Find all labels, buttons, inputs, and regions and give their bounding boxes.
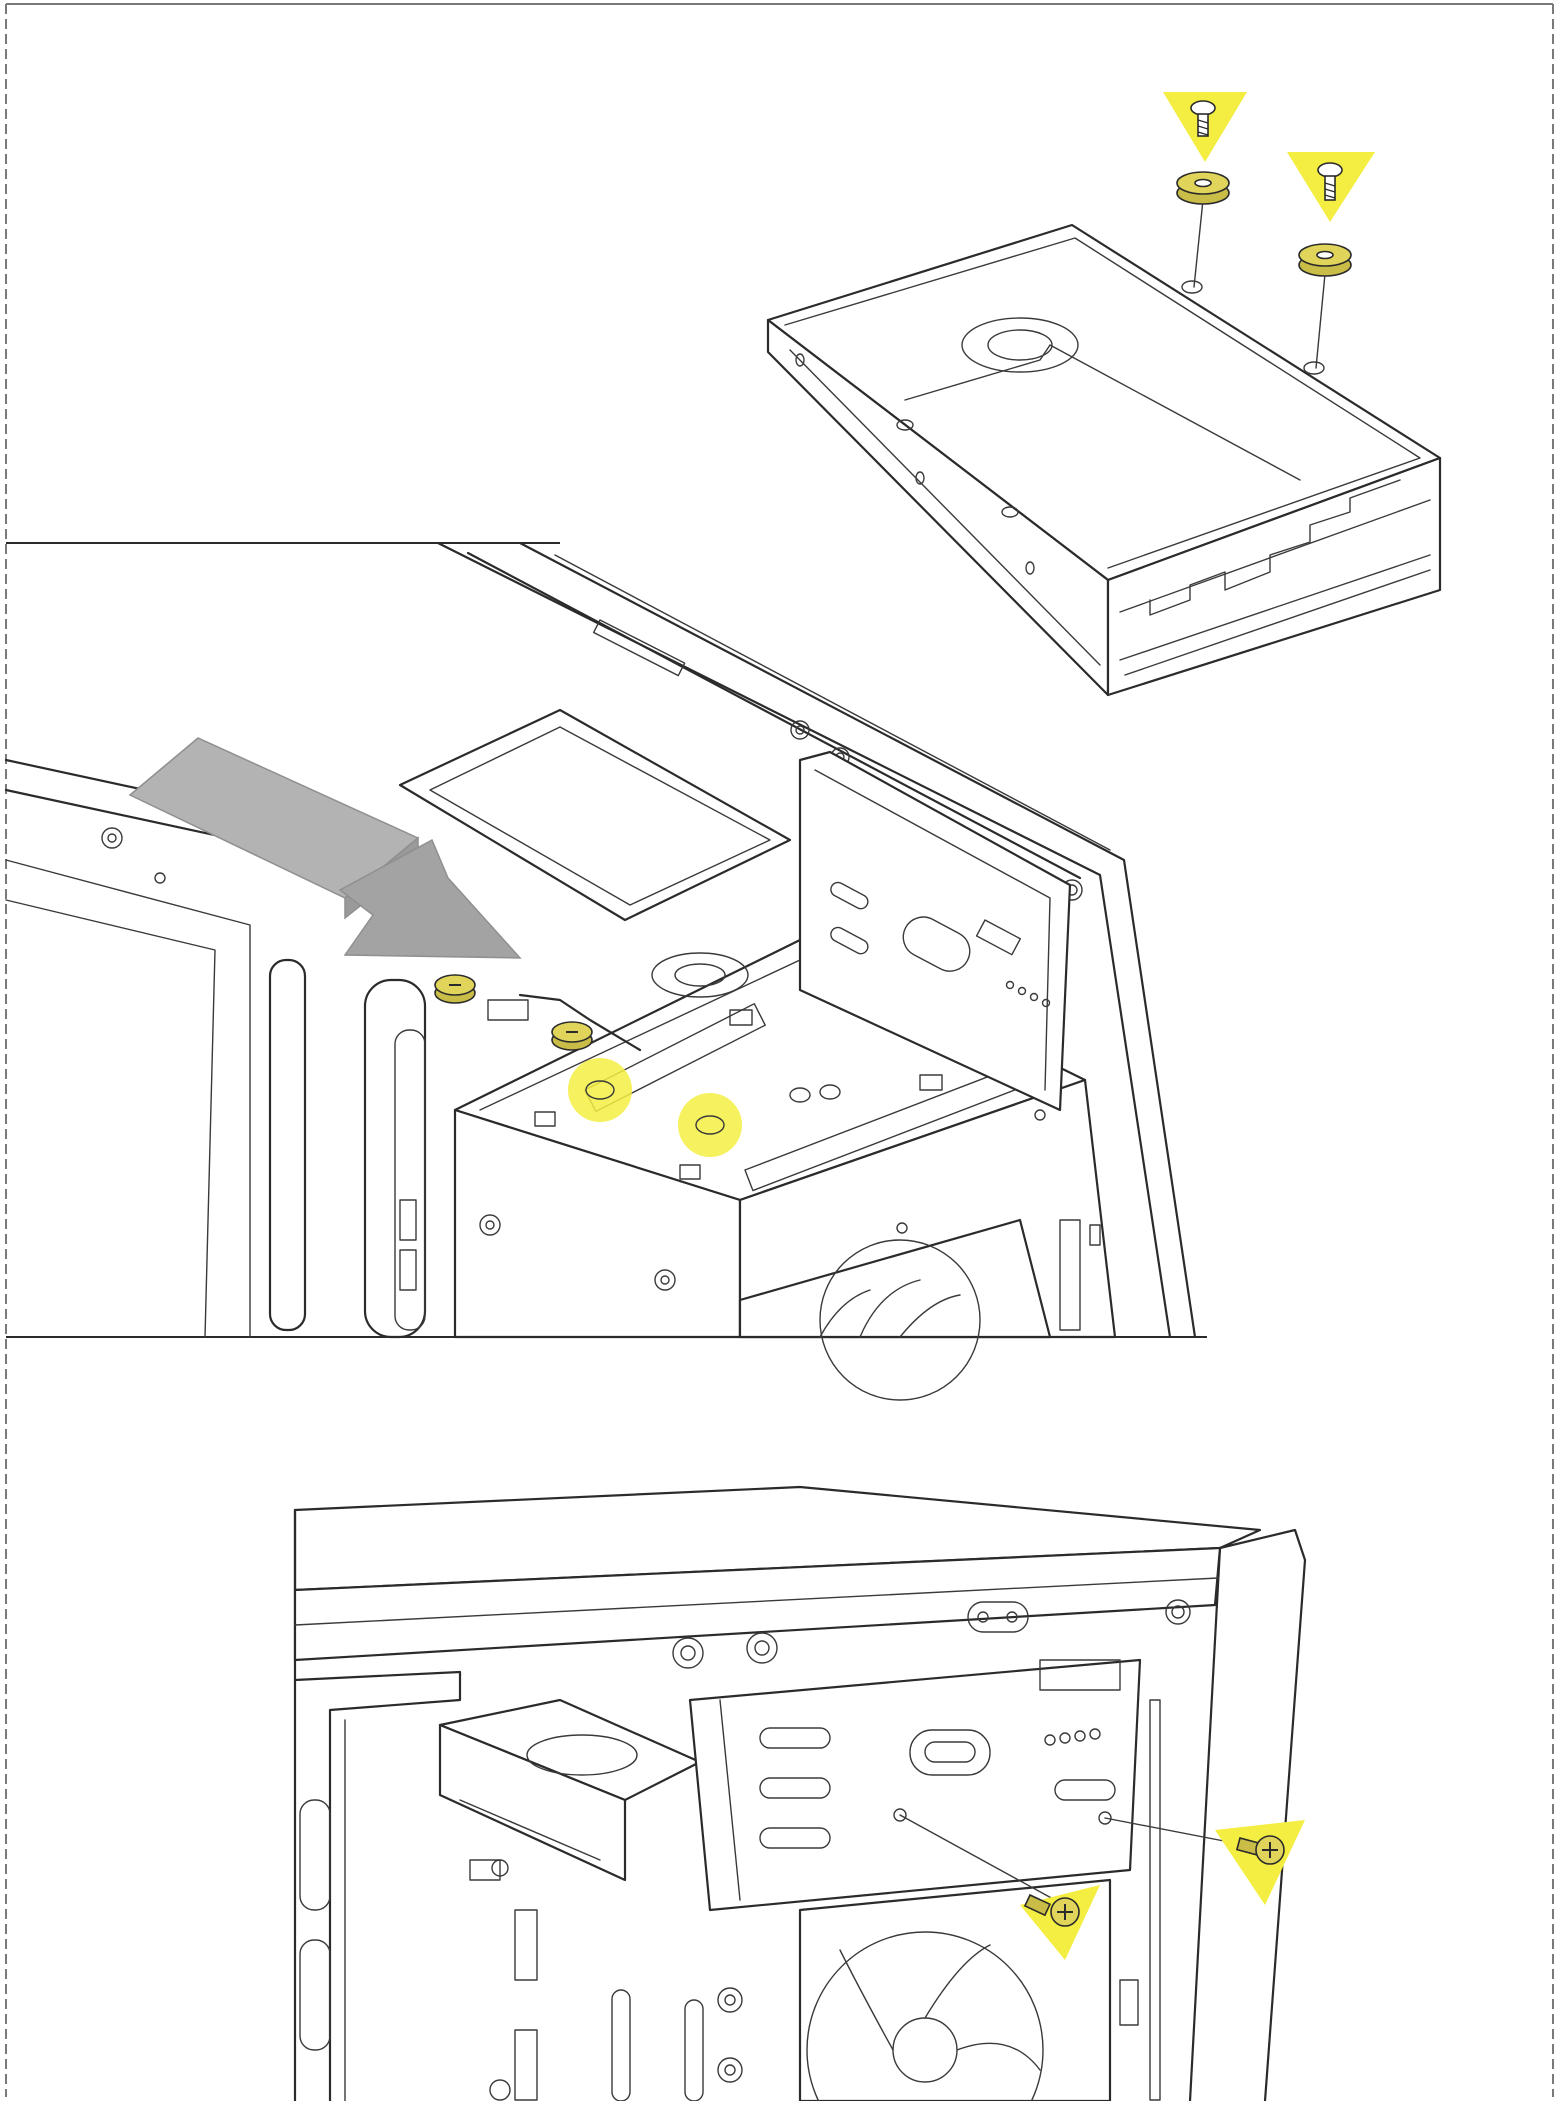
rubber-grommet-icon [1298, 243, 1352, 277]
highlight-circle [678, 1093, 742, 1157]
highlight-circle [568, 1058, 632, 1122]
screw-icon [1235, 1835, 1285, 1865]
rubber-grommet-icon [434, 974, 476, 1004]
grommet-screw-assembly [1163, 92, 1375, 369]
case-exterior-step3 [293, 1485, 1307, 2101]
rubber-grommet-icon [551, 1021, 593, 1051]
screw-icon [1190, 100, 1216, 137]
highlight-triangle [1215, 1820, 1305, 1905]
case-interior-step2 [4, 541, 1207, 1401]
screw-icon [1317, 162, 1343, 201]
right-diagonal-arrow [128, 737, 522, 959]
rubber-grommet-icon [1176, 171, 1230, 205]
screw-icon [1023, 1893, 1080, 1927]
page-border [5, 3, 1554, 2097]
hard-drive-illustration [766, 223, 1442, 697]
